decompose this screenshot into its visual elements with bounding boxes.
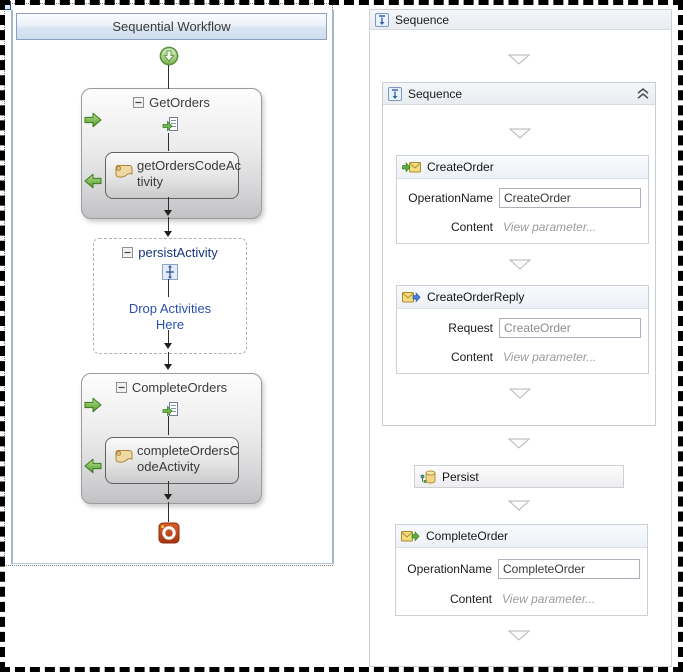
connector-line (168, 65, 169, 89)
connector-line (168, 133, 169, 151)
activity-getorderscodeactivity[interactable]: getOrdersCodeAc tivity (105, 152, 242, 199)
connector-arrowhead (164, 364, 172, 370)
connector-line (168, 197, 169, 211)
activity-name-line2: tivity (137, 174, 163, 189)
branch-out-arrow-icon[interactable] (84, 173, 102, 189)
branch-in-arrow-icon[interactable] (84, 397, 102, 413)
activity-completeorder[interactable]: CompleteOrder OperationName Content View… (395, 524, 648, 616)
smart-tag-icon[interactable] (162, 401, 179, 418)
view-parameter-link[interactable]: View parameter... (503, 350, 597, 364)
activity-title: persistActivity (138, 245, 218, 260)
drop-target-triangle (508, 500, 530, 511)
wf3-title-bar[interactable]: Sequential Workflow (16, 13, 327, 40)
activity-name-line2: odeActivity (137, 459, 200, 474)
createorderreply-header[interactable]: CreateOrderReply (397, 286, 648, 309)
end-icon (158, 522, 180, 544)
wf3-title: Sequential Workflow (112, 19, 231, 34)
activity-title: CompleteOrder (426, 529, 509, 543)
connector-line (168, 279, 169, 297)
connector-line (168, 416, 169, 435)
connector-arrowhead (164, 231, 172, 237)
content-label: Content (449, 592, 492, 606)
completeorder-header[interactable]: CompleteOrder (396, 525, 647, 548)
inner-sequence-header[interactable]: Sequence (383, 83, 655, 105)
code-activity-scroll-icon (115, 165, 133, 178)
outer-sequence-header[interactable]: Sequence (370, 10, 671, 30)
activity-completeorderscodeactivity[interactable]: completeOrdersC odeActivity (105, 437, 239, 484)
receive-icon (402, 161, 421, 172)
connector-line (168, 352, 169, 365)
collapse-toggle-icon[interactable] (115, 382, 127, 393)
operationname-label: OperationName (407, 562, 492, 576)
branch-out-arrow-icon[interactable] (84, 458, 102, 474)
drop-target-triangle (509, 388, 531, 399)
activity-title: CreateOrderReply (427, 290, 525, 304)
activity-title: CompleteOrders (131, 380, 228, 395)
sequence-title: Sequence (408, 86, 463, 101)
start-icon (159, 46, 179, 66)
complete-envelope-arrow-icon (401, 530, 420, 541)
persist-database-icon (420, 470, 436, 483)
activity-name-line1: getOrdersCodeAc (137, 158, 242, 173)
view-parameter-link[interactable]: View parameter... (503, 220, 597, 234)
content-label: Content (450, 350, 493, 364)
connector-arrowhead (164, 343, 172, 349)
connector-line (168, 502, 169, 522)
connector-arrowhead (164, 494, 172, 500)
send-reply-icon (402, 291, 421, 302)
activity-title: Persist (442, 469, 479, 484)
drop-target-triangle (508, 54, 530, 65)
outer-sequence-activity[interactable]: Sequence Sequence (369, 9, 672, 667)
persist-activity-icon[interactable] (162, 264, 178, 280)
inner-sequence-activity[interactable]: Sequence CreateOrder (382, 82, 656, 426)
sequence-icon (375, 12, 389, 27)
connector-arrowhead (164, 210, 172, 216)
view-parameter-link[interactable]: View parameter... (502, 592, 596, 606)
drop-target-triangle (509, 128, 531, 139)
activity-createorder[interactable]: CreateOrder OperationName Content View p… (396, 155, 649, 244)
drop-target-triangle (508, 630, 530, 641)
operationname-label: OperationName (408, 191, 493, 205)
branch-in-arrow-icon[interactable] (84, 112, 102, 128)
collapse-toggle-icon[interactable] (122, 247, 134, 258)
request-input[interactable] (499, 318, 641, 338)
operationname-input[interactable] (499, 188, 641, 208)
sequence-icon (388, 86, 402, 101)
selection-grip-handle[interactable] (2, 1, 11, 10)
activity-createorderreply[interactable]: CreateOrderReply Request Content View pa… (396, 285, 649, 374)
drop-activities-hint: Drop Activities Here (128, 301, 212, 332)
collapse-toggle-icon[interactable] (133, 97, 145, 108)
request-label: Request (448, 321, 493, 335)
activity-name-line1: completeOrdersC (137, 443, 239, 458)
drop-target-triangle (509, 259, 531, 270)
activity-getorders[interactable]: GetOrders getOrdersCodeAc tivity (81, 88, 262, 219)
operationname-input[interactable] (498, 559, 640, 579)
code-activity-scroll-icon (115, 450, 133, 463)
createorder-header[interactable]: CreateOrder (397, 156, 648, 179)
activity-persistactivity[interactable]: persistActivity Drop Activities Here (93, 238, 247, 354)
connector-line (168, 481, 169, 495)
activity-completeorders[interactable]: CompleteOrders completeOrdersC odeActivi… (81, 373, 262, 504)
sequence-title: Sequence (395, 12, 450, 27)
smart-tag-icon[interactable] (162, 116, 179, 133)
activity-title: GetOrders (149, 95, 210, 110)
activity-persist[interactable]: Persist (414, 465, 624, 488)
activity-title: CreateOrder (427, 160, 494, 174)
collapse-chevron-icon[interactable] (636, 88, 650, 100)
connector-line (168, 217, 169, 232)
connector-line (168, 330, 169, 344)
drop-target-triangle (508, 438, 530, 449)
content-label: Content (450, 220, 493, 234)
